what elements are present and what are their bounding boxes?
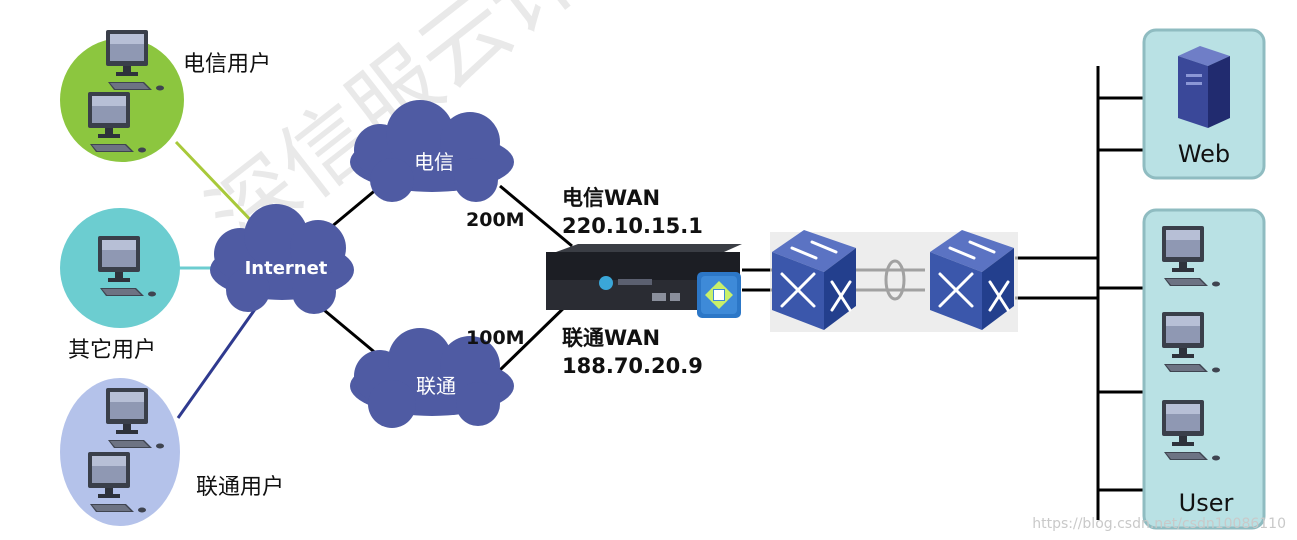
other-user-group: 其它用户 [60,208,180,363]
unicom-wan-ip: 188.70.20.9 [562,354,703,378]
unicom-cloud: 联通 [350,328,514,428]
telecom-user-label: 电信用户 [183,52,271,77]
user-label: User [1179,489,1234,517]
unicom-user-group: 联通用户 [60,378,284,526]
unicom-bandwidth-label: 100M [466,327,525,349]
telecom-cloud: 电信 [350,100,514,202]
unicom-user-label: 联通用户 [196,475,284,500]
web-label: Web [1178,140,1230,168]
server-icon [1178,46,1230,128]
switch-stack [770,228,1018,332]
telecom-bandwidth-label: 200M [466,209,525,231]
telecom-wan-ip: 220.10.15.1 [562,214,703,238]
telecom-wan-name: 电信WAN [562,186,660,210]
status-indicator [599,276,613,290]
watermark-url: https://blog.csdn.net/csdn10086110 [1032,516,1286,532]
web-server-box: Web [1142,28,1266,180]
unicom-wan-name: 联通WAN [562,326,660,350]
internet-label: Internet [245,258,328,279]
user-box: User [1142,208,1266,530]
gateway-device [546,244,742,318]
other-user-label: 其它用户 [68,338,156,363]
telecom-user-group: 电信用户 [60,30,271,162]
unicom-cloud-label: 联通 [416,374,456,398]
telecom-cloud-label: 电信 [414,150,454,174]
internet-cloud: Internet [210,204,354,314]
